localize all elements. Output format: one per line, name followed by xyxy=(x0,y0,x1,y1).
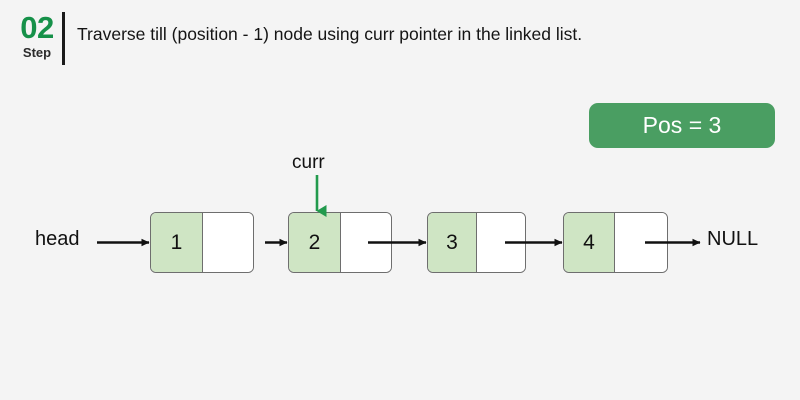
step-number: 02 xyxy=(20,10,54,45)
node-value: 4 xyxy=(564,213,615,272)
header-divider xyxy=(62,12,65,65)
step-instruction-text: Traverse till (position - 1) node using … xyxy=(77,24,583,44)
list-node: 1 xyxy=(150,212,254,273)
list-node: 3 xyxy=(427,212,526,273)
null-label: NULL xyxy=(707,228,759,250)
curr-pointer-label: curr xyxy=(292,152,325,173)
node-next-cell xyxy=(341,213,391,272)
position-badge: Pos = 3 xyxy=(589,103,775,148)
node-value: 2 xyxy=(289,213,341,272)
node-next-cell xyxy=(477,213,525,272)
step-badge: 02 Step xyxy=(14,10,60,61)
node-value: 1 xyxy=(151,213,203,272)
node-next-cell xyxy=(203,213,253,272)
node-next-cell xyxy=(615,213,667,272)
step-header: 02 Step Traverse till (position - 1) nod… xyxy=(0,0,800,80)
list-node: 4 xyxy=(563,212,668,273)
head-label: head xyxy=(35,228,80,250)
node-value: 3 xyxy=(428,213,477,272)
position-badge-label: Pos = 3 xyxy=(642,112,722,138)
list-node: 2 xyxy=(288,212,392,273)
step-label: Step xyxy=(22,45,52,60)
